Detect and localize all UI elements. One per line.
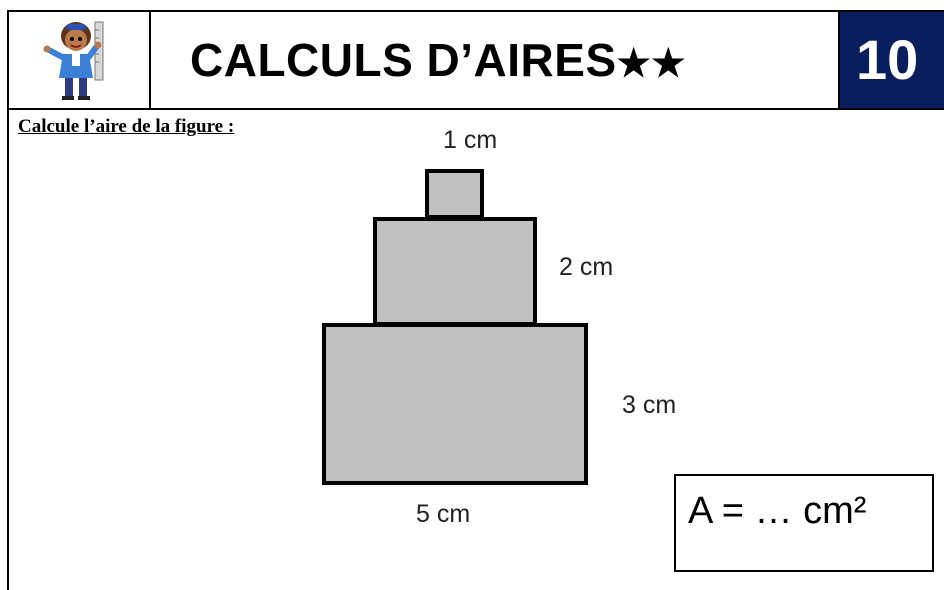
worksheet-number: 10 (856, 28, 919, 91)
answer-text: A = … cm² (688, 490, 867, 532)
top-square (425, 169, 484, 219)
answer-box[interactable]: A = … cm² (674, 474, 934, 572)
mascot-cell (9, 12, 151, 108)
label-middle-height: 2 cm (559, 253, 614, 281)
bottom-rectangle (322, 323, 588, 485)
difficulty-stars: ★★ (616, 43, 686, 85)
middle-rectangle (373, 217, 537, 326)
teacher-with-ruler-icon (43, 21, 104, 100)
label-bottom-width: 5 cm (416, 500, 471, 528)
label-bottom-height: 3 cm (622, 391, 677, 419)
worksheet-number-badge: 10 (840, 12, 944, 108)
label-top-width: 1 cm (443, 126, 498, 154)
title-text: CALCULS D’AIRES (190, 34, 617, 86)
worksheet-card (7, 10, 944, 590)
instruction-text: Calcule l’aire de la figure : (18, 116, 235, 137)
worksheet-title: CALCULS D’AIRES★★ (190, 30, 686, 90)
header-divider (7, 108, 944, 110)
title-separator (838, 12, 840, 108)
